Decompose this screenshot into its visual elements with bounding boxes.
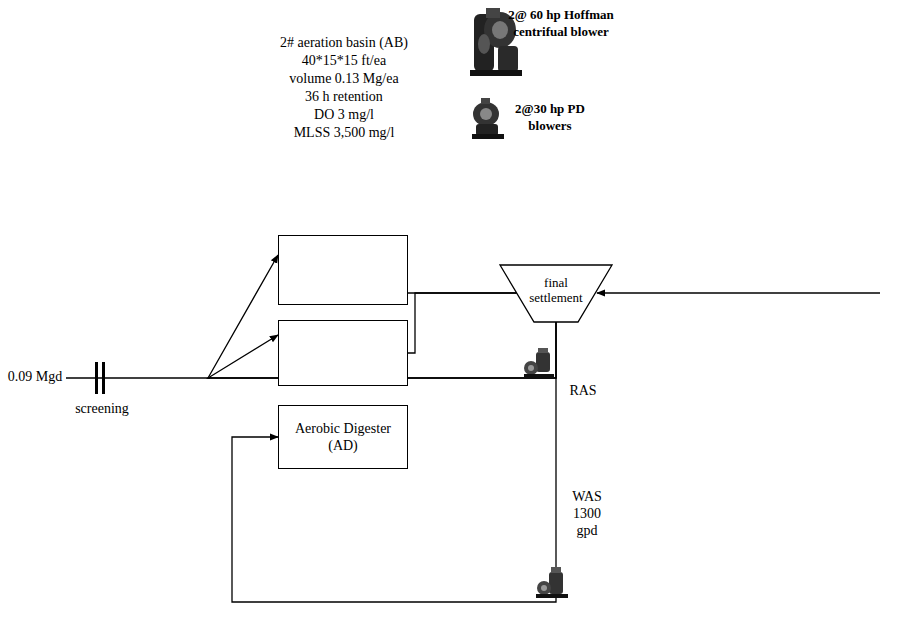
- blower-label: 2@30 hp PD blowers: [510, 100, 590, 134]
- stream-label: RAS: [563, 382, 603, 399]
- aeration-basin: [278, 320, 408, 386]
- basin-spec-block: 2# aeration basin (AB)40*15*15 ft/eavolu…: [234, 34, 454, 142]
- screen-bar: [95, 362, 98, 394]
- pd-blower-icon: [472, 98, 504, 139]
- screen-bar: [102, 362, 105, 394]
- settler-shape: [500, 265, 612, 322]
- flow-connector: [408, 293, 517, 353]
- basin-spec: MLSS 3,500 mg/l: [234, 124, 454, 142]
- basin-spec: 2# aeration basin (AB): [234, 34, 454, 52]
- tank-label: final settlement: [521, 275, 591, 305]
- influent-line: [66, 377, 210, 378]
- basin-spec: 40*15*15 ft/ea: [234, 52, 454, 70]
- settling-tank: final settlement: [500, 265, 612, 322]
- inflow-line: [597, 292, 880, 293]
- basin-spec: volume 0.13 Mg/ea: [234, 70, 454, 88]
- box-label: Aerobic Digester (AD): [287, 420, 399, 454]
- aeration-basin: 2# aeration basin (AB)40*15*15 ft/eavolu…: [278, 235, 408, 305]
- basin-spec: 36 h retention: [234, 88, 454, 106]
- was-pump-icon: [536, 567, 568, 598]
- ras-pump-icon: [524, 348, 554, 378]
- stream-label: WAS 1300 gpd: [566, 488, 608, 539]
- basin-spec: DO 3 mg/l: [234, 106, 454, 124]
- unit-label: screening: [70, 400, 134, 417]
- digester-box: Aerobic Digester (AD): [278, 405, 408, 469]
- flow-label: 0.09 Mgd: [4, 368, 66, 385]
- blower-label: 2@ 60 hp Hoffman centrifual blower: [505, 6, 617, 40]
